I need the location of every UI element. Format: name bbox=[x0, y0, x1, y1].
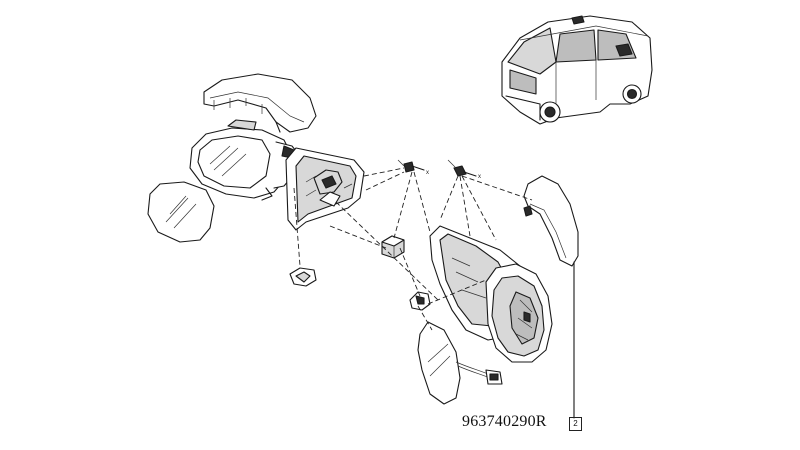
screw-fastener-left: x bbox=[397, 159, 429, 176]
connector-block bbox=[381, 235, 405, 259]
clip-part bbox=[289, 267, 317, 287]
screw-fastener-right: x bbox=[447, 159, 481, 180]
wiring-connector bbox=[455, 361, 503, 385]
axis-label-right: x bbox=[478, 174, 481, 180]
part-number-label: 963740290R bbox=[462, 413, 547, 430]
vehicle-illustration bbox=[501, 15, 653, 125]
mirror-glass-lower bbox=[417, 321, 461, 405]
mirror-base-frame bbox=[285, 147, 365, 231]
axis-label-left: x bbox=[426, 170, 429, 176]
heated-glass-unit bbox=[485, 263, 553, 363]
actuator-clip bbox=[409, 291, 431, 311]
mirror-cover-part bbox=[203, 73, 317, 133]
assembly-guide-lines bbox=[293, 167, 533, 331]
mirror-glass-left bbox=[147, 181, 215, 243]
mirror-housing-assembly bbox=[189, 119, 301, 201]
mirror-cap-right bbox=[523, 175, 579, 267]
quantity-reference-box: 2 bbox=[569, 417, 582, 431]
